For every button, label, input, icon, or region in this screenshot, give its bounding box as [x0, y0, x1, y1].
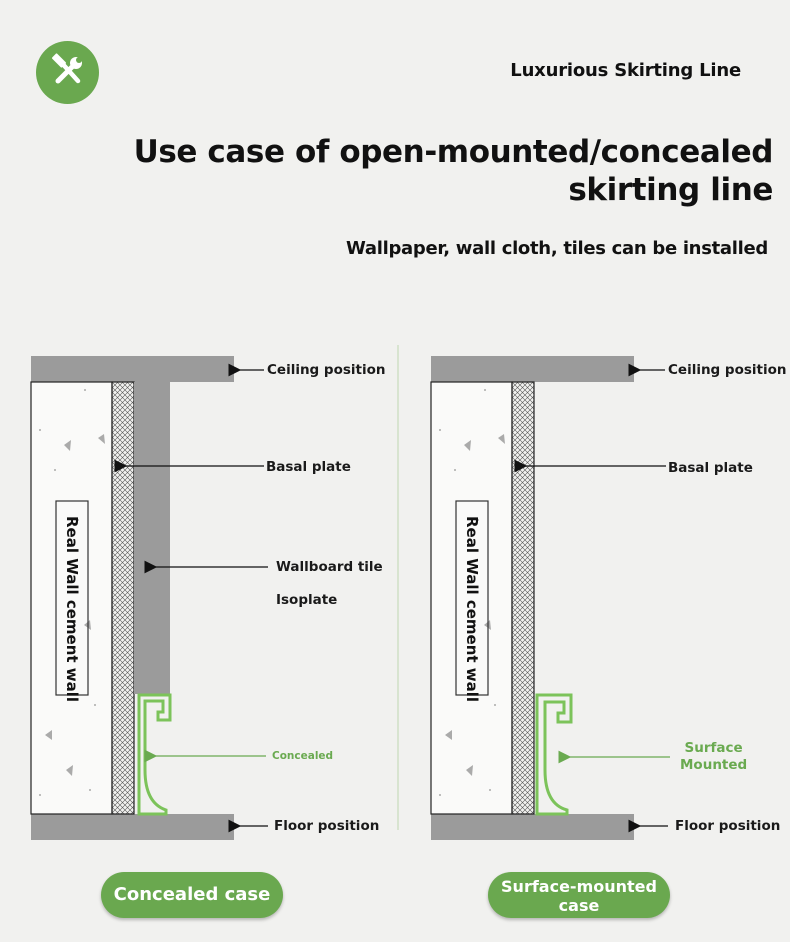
ceiling-slab-right: [431, 356, 634, 382]
right-surface-line-1: Surface: [684, 740, 743, 756]
right-surface-line-2: Mounted: [680, 757, 748, 773]
surface-button-line-1: Surface-mounted: [501, 877, 657, 896]
page-title: Use case of open-mounted/concealed skirt…: [133, 133, 774, 209]
right-basal-label: Basal plate: [668, 460, 753, 476]
subtitle: Wallpaper, wall cloth, tiles can be inst…: [345, 238, 768, 259]
right-surface-label: Surface Mounted: [680, 740, 747, 774]
left-isoplate-label: Isoplate: [276, 592, 338, 608]
right-floor-label: Floor position: [675, 818, 781, 834]
wallboard-left: [134, 382, 170, 694]
concealed-case-button[interactable]: Concealed case: [101, 872, 283, 918]
basal-plate-left: [111, 381, 135, 815]
floor-slab-left: [31, 814, 234, 840]
cement-wall-left: [30, 381, 113, 815]
skirting-profile-left: [137, 693, 172, 816]
right-diagram: [430, 356, 670, 840]
surface-mounted-case-button[interactable]: Surface-mounted case: [488, 872, 670, 918]
ceiling-slab-left: [31, 356, 234, 382]
brand-name: Luxurious Skirting Line: [510, 60, 741, 81]
skirting-profile-right: [535, 693, 573, 816]
tools-icon: [36, 41, 99, 104]
left-wallboard-label: Wallboard tile: [276, 559, 383, 575]
right-ceiling-label: Ceiling position: [668, 362, 787, 378]
left-floor-label: Floor position: [274, 818, 380, 834]
floor-slab-right: [431, 814, 634, 840]
left-ceiling-label: Ceiling position: [267, 362, 386, 378]
basal-plate-right: [511, 381, 535, 815]
right-wall-label: Real Wall cement wall: [463, 516, 481, 703]
title-line-1: Use case of open-mounted/concealed: [133, 134, 774, 170]
left-basal-label: Basal plate: [266, 459, 351, 475]
left-concealed-label: Concealed: [272, 750, 334, 762]
title-line-2: skirting line: [568, 172, 773, 208]
left-diagram: [30, 356, 268, 840]
surface-button-line-2: case: [558, 896, 600, 915]
left-wall-label: Real Wall cement wall: [63, 516, 81, 703]
